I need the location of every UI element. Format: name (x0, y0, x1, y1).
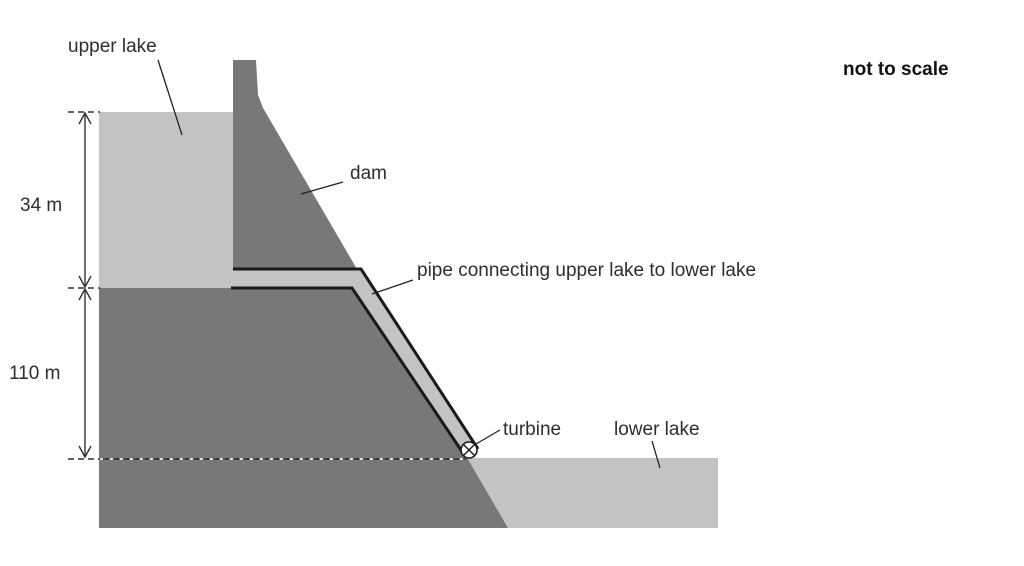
pipe-label: pipe connecting upper lake to lower lake (417, 260, 756, 281)
turbine-leader (475, 429, 501, 445)
dam-leader (300, 181, 344, 195)
upper-lake-water (99, 112, 235, 289)
turbine-icon (460, 441, 478, 459)
not-to-scale-label: not to scale (843, 59, 949, 80)
upper-lake-label: upper lake (68, 36, 157, 57)
lower-lake-water (466, 458, 718, 528)
turbine-label: turbine (503, 419, 561, 440)
lower-lake-leader (651, 440, 661, 469)
lower-lake-label: lower lake (614, 419, 700, 440)
height-110m-label: 110 m (9, 363, 60, 384)
height-34m-label: 34 m (20, 195, 62, 216)
pipe-leader (371, 279, 414, 295)
pipe-top-wall (233, 267, 480, 450)
dam-label: dam (350, 163, 387, 184)
pipe-bottom-wall (231, 286, 465, 454)
dimension-arrow-34m (78, 111, 92, 289)
upper-lake-leader (157, 59, 183, 136)
dam-and-ground (99, 60, 508, 528)
dimension-arrow-110m (78, 287, 92, 459)
